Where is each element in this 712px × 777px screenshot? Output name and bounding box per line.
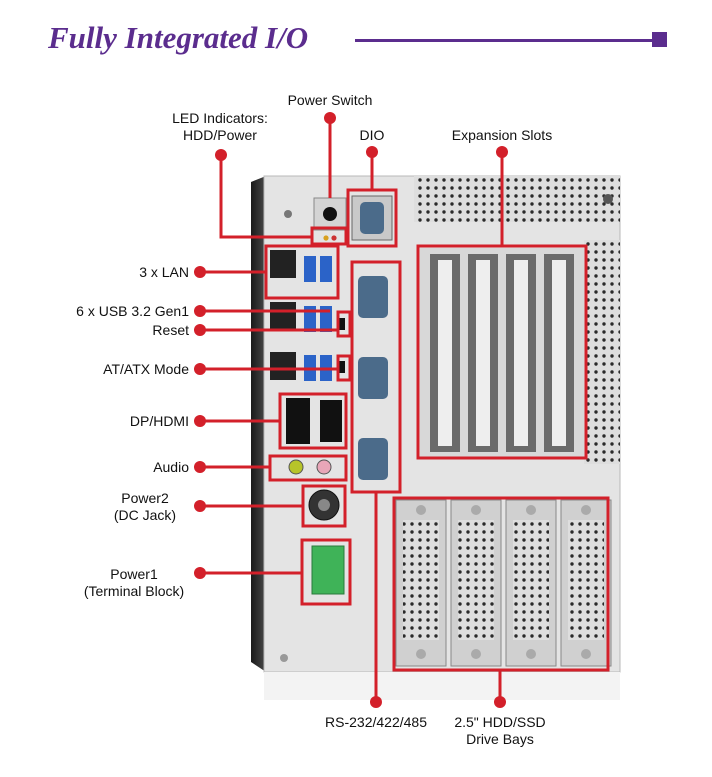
label-power2-line1: Power2	[121, 490, 169, 506]
label-power1-line2: (Terminal Block)	[83, 583, 185, 599]
serial-ports[interactable]	[358, 276, 388, 480]
power-switch-button[interactable]	[323, 207, 337, 221]
label-power-switch: Power Switch	[287, 92, 373, 108]
heading-rule	[355, 39, 653, 42]
callout-box-reset	[336, 310, 352, 338]
callouts	[200, 118, 610, 702]
side-vent	[584, 240, 620, 464]
power-led-icon	[331, 235, 337, 241]
drive-bays	[395, 499, 612, 667]
lan-port[interactable]	[270, 250, 296, 278]
screw-icon	[280, 654, 288, 662]
top-vent	[414, 176, 620, 222]
label-drive-line1: 2.5" HDD/SSD	[454, 714, 546, 730]
hdd-led-icon	[323, 235, 329, 241]
section-heading: Fully Integrated I/O	[48, 20, 309, 55]
label-usb: 6 x USB 3.2 Gen1	[76, 303, 189, 319]
lan-port[interactable]	[270, 302, 296, 330]
label-power2-line2: (DC Jack)	[113, 507, 177, 523]
terminal-block[interactable]	[311, 545, 345, 595]
reset-button[interactable]	[337, 318, 345, 330]
label-power2: Power2 (DC Jack)	[100, 490, 190, 524]
label-dio: DIO	[359, 127, 385, 143]
dio-port[interactable]	[351, 195, 393, 241]
label-lan: 3 x LAN	[139, 264, 189, 280]
screw-icon	[284, 210, 292, 218]
line-out-jack[interactable]	[288, 459, 304, 475]
expansion-slots	[420, 248, 584, 458]
label-power1-line1: Power1	[110, 566, 158, 582]
label-dp-hdmi: DP/HDMI	[129, 413, 189, 429]
at-atx-switch[interactable]	[337, 361, 345, 373]
label-audio: Audio	[153, 459, 189, 475]
label-serial: RS-232/422/485	[325, 714, 427, 730]
label-led-line2: HDD/Power	[183, 127, 257, 143]
screw-icon	[603, 194, 613, 204]
label-drive-bays: 2.5" HDD/SSD Drive Bays	[440, 714, 560, 748]
label-at-atx: AT/ATX Mode	[103, 361, 189, 377]
lan-port[interactable]	[270, 352, 296, 380]
label-led-indicators: LED Indicators: HDD/Power	[150, 110, 290, 144]
displayport-port[interactable]	[286, 398, 310, 444]
label-drive-line2: Drive Bays	[466, 731, 534, 747]
label-led-line1: LED Indicators:	[172, 110, 268, 126]
heading-square	[652, 32, 667, 47]
label-expansion-slots: Expansion Slots	[451, 127, 553, 143]
callout-dots	[194, 112, 508, 708]
hdmi-port[interactable]	[320, 400, 342, 442]
mic-in-jack[interactable]	[316, 459, 332, 475]
label-reset: Reset	[152, 322, 189, 338]
label-power1: Power1 (Terminal Block)	[74, 566, 194, 600]
